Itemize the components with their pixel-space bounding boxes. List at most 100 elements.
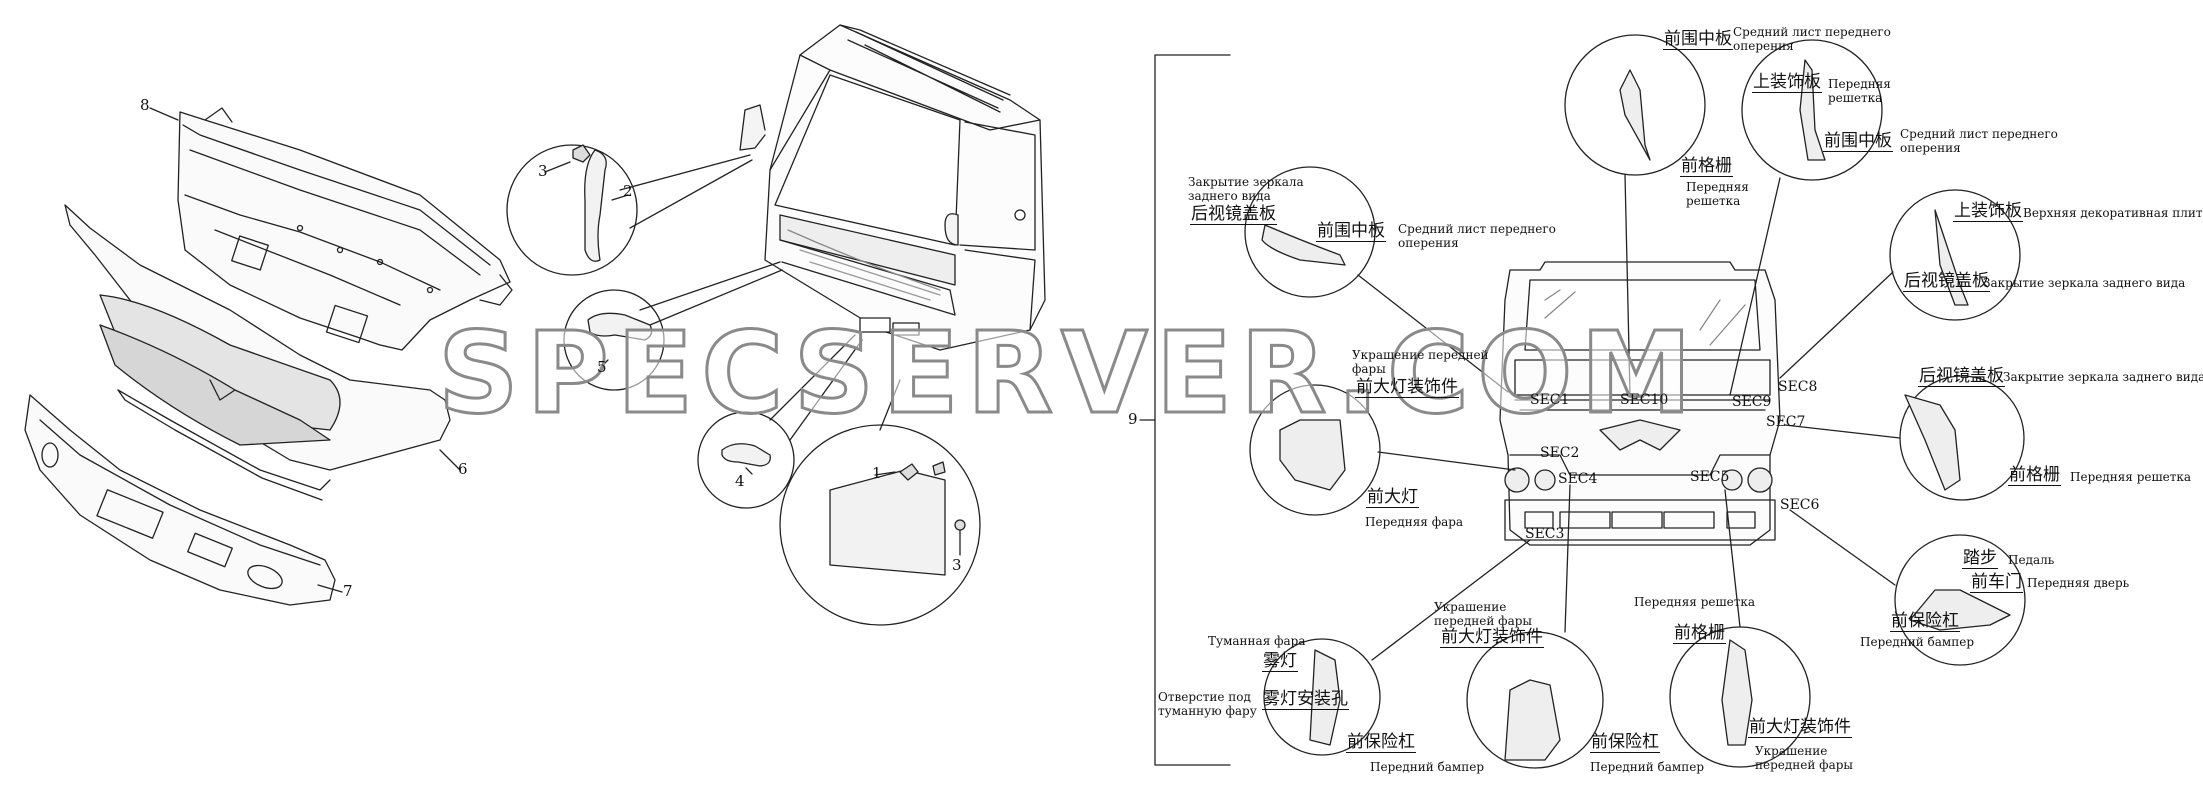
leader-sec6 [1789, 509, 1896, 586]
headlamp-trim-cn-c: 前大灯装饰件 [1748, 717, 1852, 738]
door-cn: 前车门 [1970, 572, 2023, 593]
cab-isometric-view [739, 24, 1046, 351]
leader-circle-4a [769, 334, 856, 421]
sec6-label: SEC6 [1780, 497, 1820, 513]
leader-1 [874, 471, 896, 476]
headlamp-trim-ru-a: Украшение передней фары [1352, 348, 1489, 376]
sec8-label: SEC8 [1778, 379, 1818, 395]
part-number-1: 1 [872, 464, 882, 482]
detail-circle-part-4 [697, 411, 795, 509]
leader-6 [439, 449, 461, 471]
upper-trim-ru: Верхняя декоративная плита [2023, 206, 2203, 220]
sec7-label: SEC7 [1766, 414, 1806, 430]
front-panel-ru-b: Средний лист переднего оперения [1733, 25, 1891, 53]
grille-ru-a: Передняя решетка [1828, 77, 1891, 105]
grille-cn-a: 前格栅 [1680, 156, 1733, 177]
leader-sec5 [1724, 489, 1741, 628]
leader-sec8 [1779, 271, 1894, 379]
step-cn: 踏步 [1962, 548, 1998, 569]
leader-3a [544, 161, 571, 173]
mirror-cover-ru-a: Закрытие зеркала заднего вида [1188, 175, 1304, 203]
leader-7 [317, 584, 343, 593]
mirror-ru-c: Закрытие зеркала заднего вида [2003, 370, 2203, 384]
upper-trim-cn-b: 上装饰板 [1953, 201, 2023, 222]
grille-cn-c: 前格栅 [1673, 623, 1726, 644]
part-number-2: 2 [623, 182, 633, 200]
sec5-label: SEC5 [1690, 469, 1730, 485]
bumper-cn-b: 前保险杠 [1346, 732, 1416, 753]
leader-circle-1 [879, 379, 901, 431]
headlamp-trim-cn-b: 前大灯装饰件 [1440, 627, 1544, 648]
part-number-3a: 3 [538, 162, 548, 180]
leader-8 [149, 107, 179, 121]
fog-hole-ru: Отверстие под туманную фару [1158, 690, 1257, 718]
headlamp-cn: 前大灯 [1366, 487, 1419, 508]
leader-sec3 [1371, 539, 1531, 661]
front-panel-ru-a: Средний лист переднего оперения [1398, 222, 1556, 250]
door-ru: Передняя дверь [2027, 576, 2130, 590]
upper-trim-cn-a: 上装饰板 [1752, 72, 1822, 93]
part-number-6: 6 [458, 460, 468, 478]
detail-circle-sec10 [1564, 34, 1706, 176]
part-7-front-bumper [24, 394, 336, 606]
mirror-ru-b: Закрытие зеркала заднего вида [1983, 276, 2186, 290]
detail-circle-part-5 [563, 289, 665, 391]
leader-circle-2a [619, 154, 751, 191]
bumper-cn-a: 前保险杠 [1890, 611, 1960, 632]
leader-sec9 [1729, 177, 1781, 396]
leader-circle-5a [639, 261, 781, 311]
leader-sec10 [1624, 174, 1631, 396]
leader-sec4 [1564, 484, 1571, 633]
leader-5 [599, 359, 609, 369]
part-number-3b: 3 [952, 556, 962, 574]
leader-sec7 [1784, 424, 1901, 439]
front-panel-cn-b: 前围中板 [1663, 29, 1733, 50]
headlamp-ru: Передняя фара [1365, 515, 1464, 529]
part-8-upper-trim-panel [177, 107, 513, 351]
detail-circle-sec9 [1741, 39, 1883, 181]
sec9-label: SEC9 [1732, 394, 1772, 410]
step-ru: Педаль [2008, 553, 2055, 567]
cab-front-view [1499, 261, 1781, 546]
detail-circle-sec8 [1889, 189, 2021, 321]
leader-sec1 [1357, 274, 1509, 393]
detail-circle-sec6 [1894, 534, 2026, 666]
part-number-7: 7 [343, 582, 353, 600]
leader-4 [745, 467, 753, 475]
leader-sec2 [1377, 451, 1516, 471]
leader-circle-2b [629, 159, 753, 229]
leader-circle-5b [649, 269, 783, 326]
bracket-9 [1154, 54, 1231, 766]
fog-ru: Туманная фара [1208, 634, 1306, 648]
detail-circle-sec4 [1466, 631, 1604, 769]
mirror-cover-cn-a: 后视镜盖板 [1190, 204, 1277, 225]
detail-circle-part-2 [506, 144, 638, 276]
part-number-8: 8 [140, 96, 150, 114]
part-6-front-grille [64, 204, 451, 501]
fog-hole-cn: 雾灯安装孔 [1262, 689, 1349, 710]
grille-ru-c: Передняя решетка [2070, 470, 2192, 484]
detail-circle-part-1 [779, 424, 981, 626]
bumper-ru-c: Передний бампер [1590, 760, 1705, 774]
part-number-9: 9 [1128, 410, 1138, 428]
leader-2 [611, 194, 629, 201]
bumper-ru-a: Передний бампер [1860, 635, 1975, 649]
front-panel-cn-c: 前围中板 [1823, 131, 1893, 152]
leader-circle-4b [789, 339, 863, 441]
headlamp-trim-ru-c: Украшение передней фары [1755, 744, 1853, 772]
sec1-label: SEC1 [1530, 392, 1570, 408]
fog-cn: 雾灯 [1262, 651, 1298, 672]
part-number-4: 4 [735, 472, 745, 490]
grille-cn-b: 前格栅 [2008, 465, 2061, 486]
detail-circle-sec3 [1263, 638, 1381, 756]
detail-circle-sec1 [1244, 166, 1376, 298]
bumper-ru-b: Передний бампер [1370, 760, 1485, 774]
grille-ru-d: Передняя решетка [1634, 595, 1756, 609]
sec4-label: SEC4 [1558, 471, 1598, 487]
headlamp-trim-ru-b: Украшение передней фары [1434, 600, 1532, 628]
grille-ru-b: Передняя решетка [1686, 180, 1749, 208]
part-number-5: 5 [597, 358, 607, 376]
mirror-cn-b: 后视镜盖板 [1903, 271, 1990, 292]
sec3-label: SEC3 [1525, 526, 1565, 542]
